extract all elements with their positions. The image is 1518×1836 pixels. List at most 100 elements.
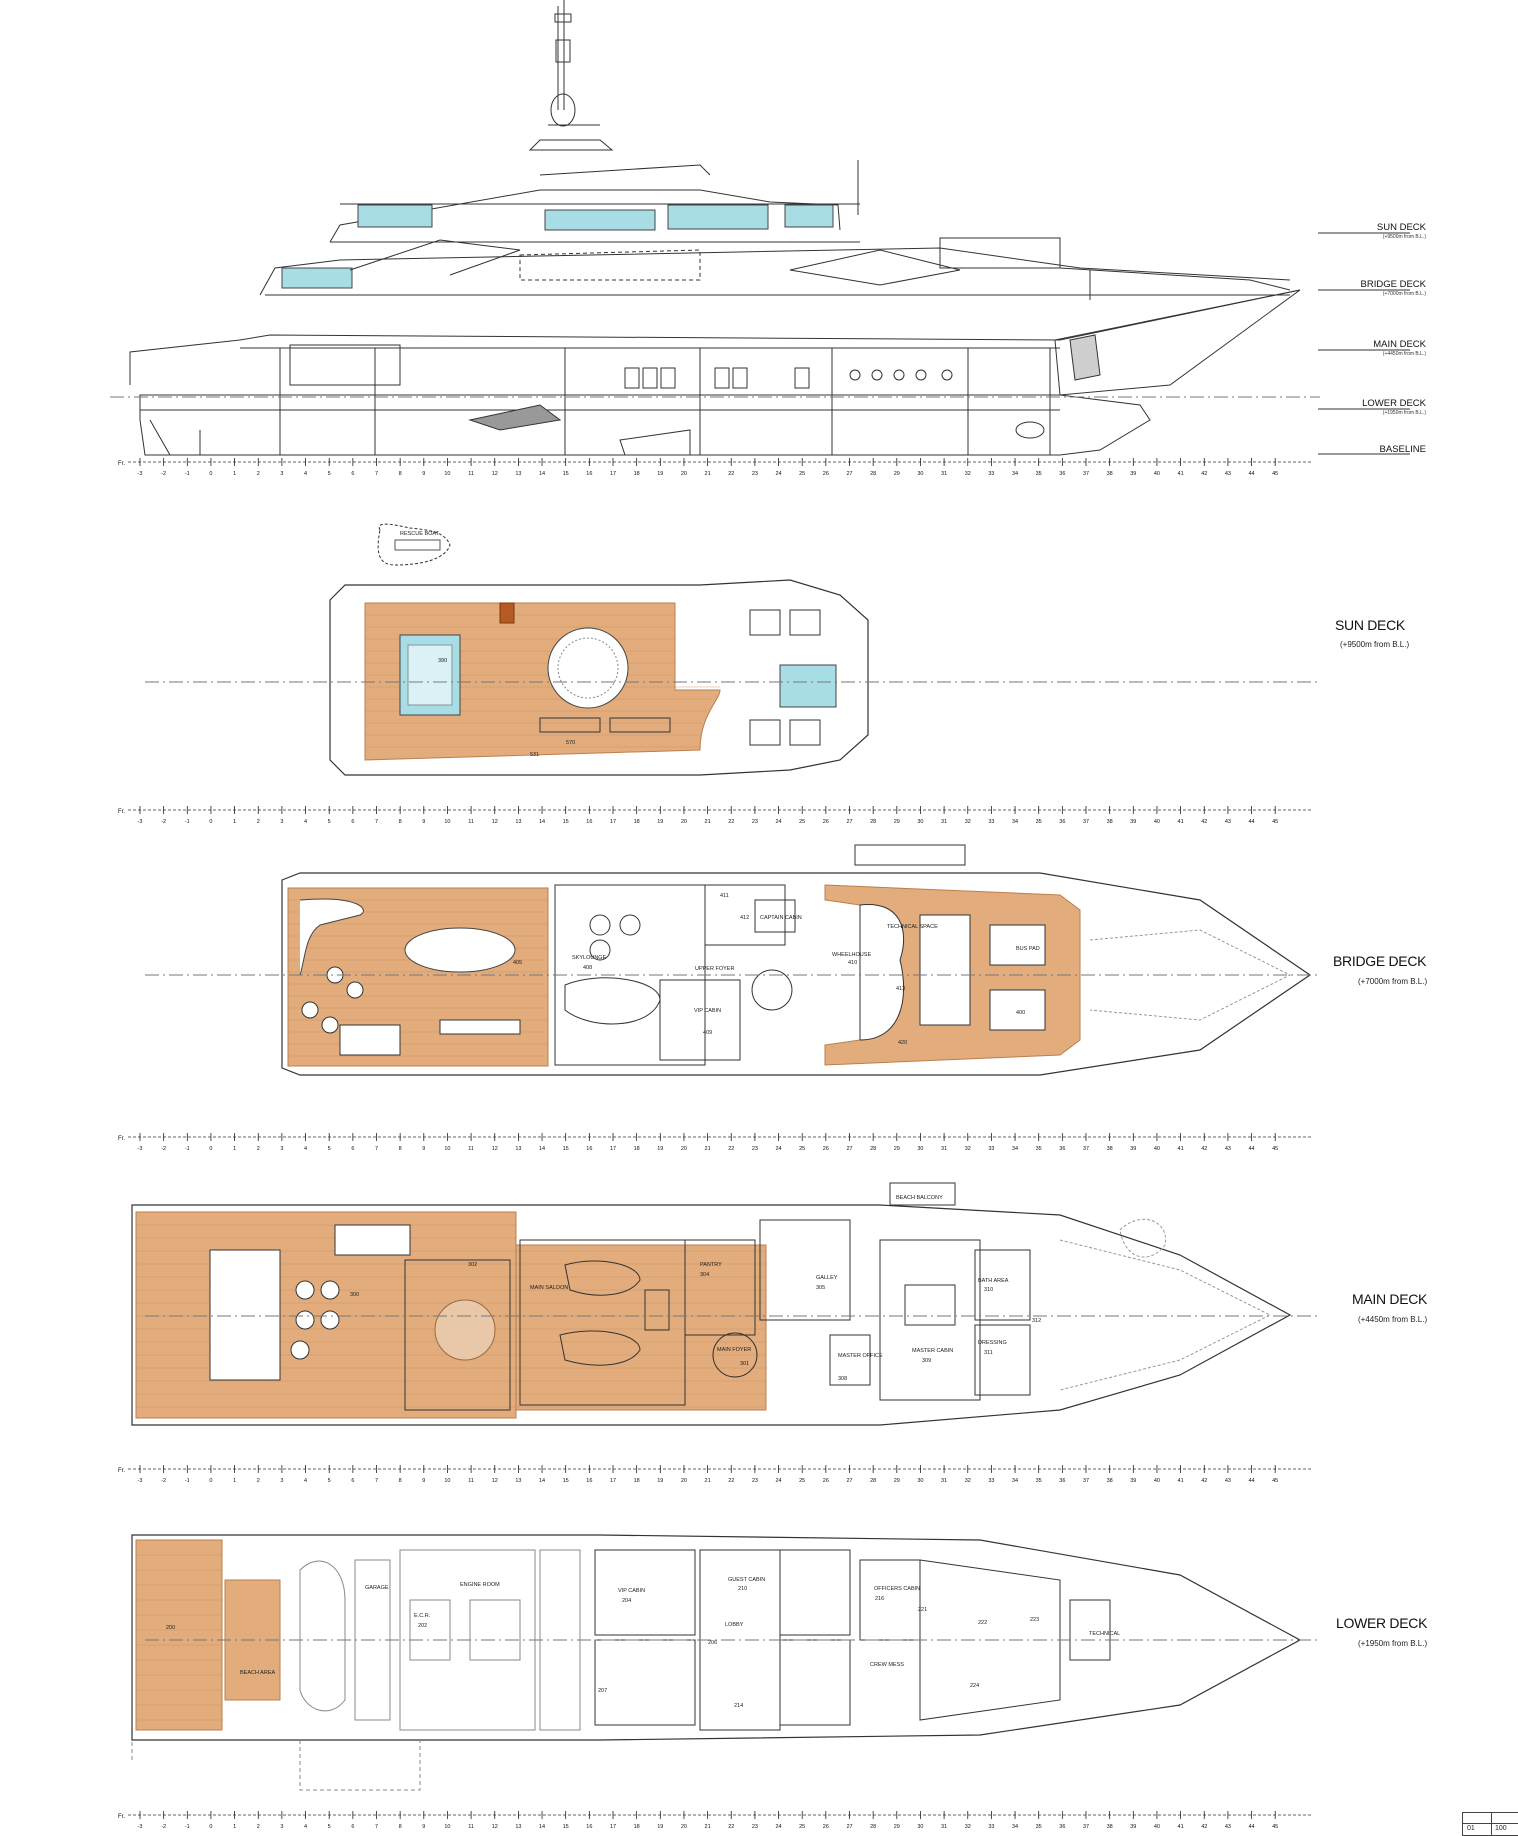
frame-label: 36 — [1059, 1824, 1065, 1830]
frame-label: 41 — [1178, 819, 1184, 825]
frame-label: 40 — [1154, 471, 1160, 477]
frame-label: 13 — [515, 819, 521, 825]
frame-label: 1 — [233, 471, 236, 477]
frame-label: -3 — [138, 1824, 143, 1830]
frame-label: 0 — [209, 1146, 212, 1152]
frame-label: 7 — [375, 1146, 378, 1152]
frame-label: 44 — [1248, 1146, 1254, 1152]
frame-label: 24 — [775, 1146, 781, 1152]
frame-label: -1 — [185, 1146, 190, 1152]
frame-label: 10 — [444, 1146, 450, 1152]
frame-label: 15 — [563, 1824, 569, 1830]
frame-label: 5 — [328, 471, 331, 477]
frame-ruler-prefix: Fr. — [118, 1136, 125, 1142]
room-label: 200 — [166, 1625, 176, 1631]
room-label: 207 — [598, 1688, 608, 1694]
room-label: 405 — [513, 960, 523, 966]
frame-label: -2 — [161, 1478, 166, 1484]
frame-label: 33 — [988, 471, 994, 477]
frame-label: 6 — [351, 819, 354, 825]
title-block-cell-1: 01 — [1467, 1825, 1475, 1832]
sun-deck-plan — [145, 523, 1320, 776]
frame-label: 30 — [917, 1146, 923, 1152]
bath-area — [974, 1249, 1031, 1321]
frame-label: 5 — [328, 819, 331, 825]
frame-label: 40 — [1154, 819, 1160, 825]
room-label: OFFICERS CABIN — [874, 1586, 921, 1592]
frame-label: 38 — [1107, 1478, 1113, 1484]
frame-label: 15 — [563, 1478, 569, 1484]
frame-label: 6 — [351, 1824, 354, 1830]
frame-label: 21 — [705, 1146, 711, 1152]
frame-label: 8 — [399, 471, 402, 477]
frame-label: 26 — [823, 471, 829, 477]
frame-label: 33 — [988, 1824, 994, 1830]
frame-label: 21 — [705, 1478, 711, 1484]
frame-label: 3 — [280, 1824, 283, 1830]
frame-label: 29 — [894, 1478, 900, 1484]
plan-sub-bridge: (+7000m from B.L.) — [1358, 977, 1428, 986]
frame-label: 15 — [563, 1146, 569, 1152]
frame-label: 8 — [399, 1146, 402, 1152]
profile-level-baseline: BASELINE — [1379, 444, 1426, 455]
frame-label: 13 — [515, 471, 521, 477]
frame-label: 32 — [965, 1146, 971, 1152]
sun-deck-outline — [329, 579, 869, 776]
room-label: MAIN FOYER — [717, 1347, 752, 1353]
master-office — [829, 1334, 871, 1386]
frame-label: -2 — [161, 1146, 166, 1152]
main-mid-teak — [515, 1244, 767, 1411]
frame-label: 16 — [586, 1478, 592, 1484]
room-label: 304 — [700, 1272, 710, 1278]
frame-label: 1 — [233, 1824, 236, 1830]
frame-label: 25 — [799, 471, 805, 477]
room-label: 301 — [740, 1361, 750, 1367]
frame-label: 30 — [917, 1478, 923, 1484]
frame-label: 13 — [515, 1824, 521, 1830]
frame-label: 23 — [752, 1146, 758, 1152]
frame-label: 22 — [728, 819, 734, 825]
frame-label: 44 — [1248, 471, 1254, 477]
frame-label: 35 — [1036, 1824, 1042, 1830]
frame-label: 43 — [1225, 1146, 1231, 1152]
frame-label: 37 — [1083, 819, 1089, 825]
frame-label: 24 — [775, 1824, 781, 1830]
frame-label: 3 — [280, 1478, 283, 1484]
frame-label: 40 — [1154, 1146, 1160, 1152]
frame-label: 12 — [492, 1478, 498, 1484]
frame-label: 1 — [233, 1146, 236, 1152]
room-label: 410 — [848, 960, 858, 966]
frame-label: 20 — [681, 819, 687, 825]
frame-label: 41 — [1178, 1146, 1184, 1152]
bridge-deck-profile — [259, 237, 1291, 300]
frame-label: 4 — [304, 1478, 307, 1484]
room-label: BUS PAD — [1016, 946, 1040, 952]
frame-label: 11 — [468, 471, 474, 477]
frame-label: 12 — [492, 471, 498, 477]
frame-label: 6 — [351, 471, 354, 477]
frame-label: 26 — [823, 819, 829, 825]
title-block-cell-2: 100 — [1495, 1825, 1507, 1832]
room-label: 221 — [918, 1607, 928, 1613]
frame-label: 43 — [1225, 1478, 1231, 1484]
frame-label: 27 — [846, 1478, 852, 1484]
mast — [528, 0, 859, 215]
room-label: 312 — [1032, 1318, 1042, 1324]
rescue-boat — [377, 523, 451, 566]
frame-label: 0 — [209, 1824, 212, 1830]
guest-cabin-1 — [779, 1549, 851, 1636]
room-label: 420 — [898, 1040, 908, 1046]
frame-label: -3 — [138, 819, 143, 825]
plan-title-lower: LOWER DECK — [1336, 1615, 1428, 1631]
captain-cabin — [754, 899, 796, 933]
frame-label: 5 — [328, 1824, 331, 1830]
frame-label: 37 — [1083, 1146, 1089, 1152]
frame-label: 42 — [1201, 1146, 1207, 1152]
frame-label: 43 — [1225, 819, 1231, 825]
frame-label: 2 — [257, 471, 260, 477]
frame-label: 39 — [1130, 1824, 1136, 1830]
room-label: GUEST CABIN — [728, 1577, 766, 1583]
frame-label: 41 — [1178, 471, 1184, 477]
dressing — [974, 1324, 1031, 1396]
